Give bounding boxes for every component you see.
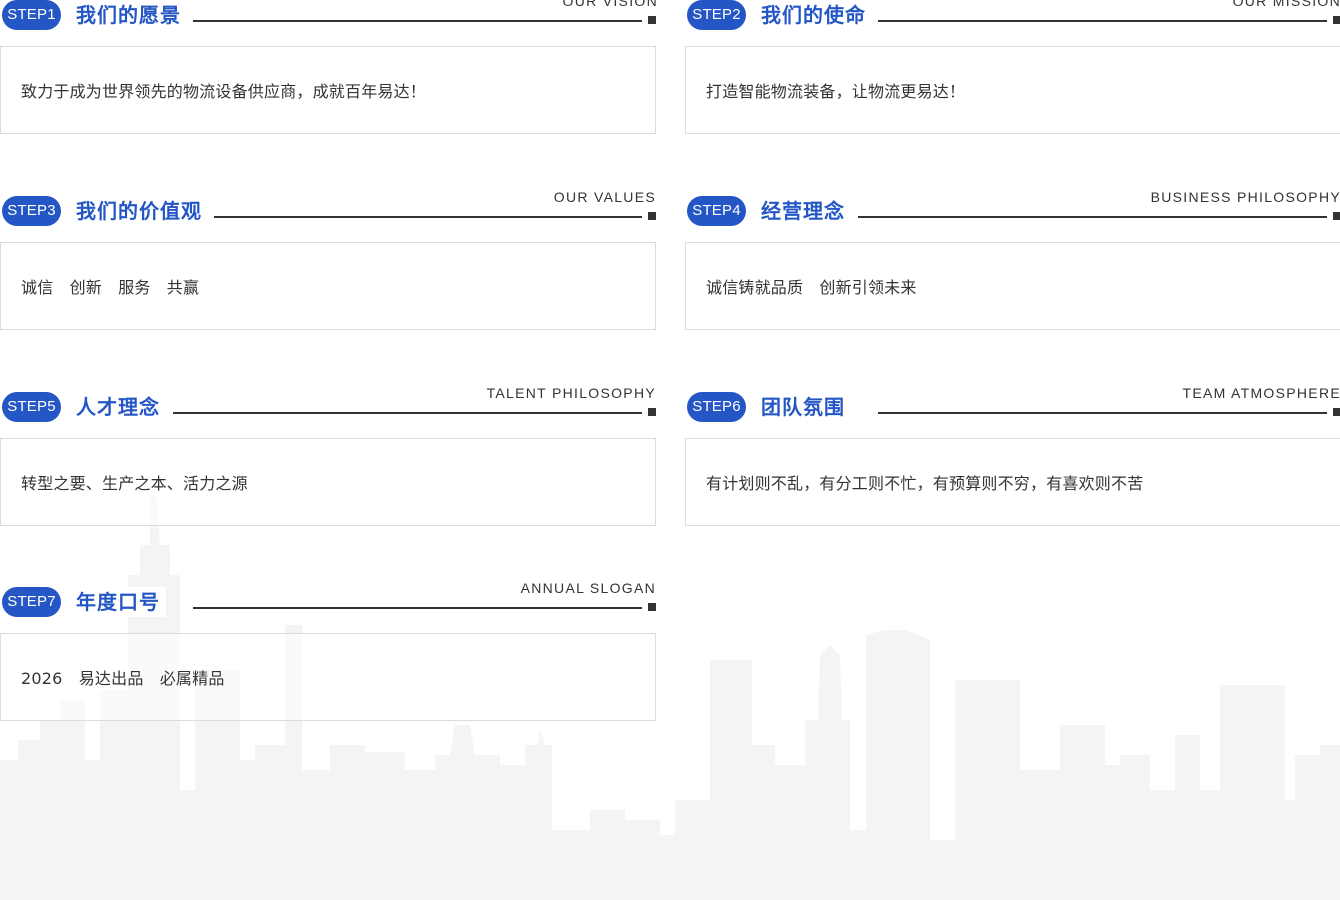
- section-vision: STEP1 我们的愿景 OUR VISION 致力于成为世界领先的物流设备供应商…: [0, 0, 658, 134]
- section-title: 经营理念: [761, 196, 851, 226]
- header-rule: [173, 412, 642, 414]
- header-rule-end: [648, 408, 656, 416]
- header-rule: [193, 607, 642, 609]
- step-badge: STEP1: [2, 0, 61, 30]
- section-values: STEP3 我们的价值观 OUR VALUES 诚信 创新 服务 共赢: [0, 189, 656, 330]
- step-badge: STEP6: [687, 392, 746, 422]
- header-rule: [878, 20, 1327, 22]
- section-title: 我们的使命: [761, 0, 872, 30]
- header-rule: [193, 20, 642, 22]
- content-text: 转型之要、生产之本、活力之源: [21, 474, 248, 493]
- section-header: STEP5 人才理念 TALENT PHILOSOPHY: [0, 385, 656, 436]
- header-rule: [858, 216, 1327, 218]
- step-badge: STEP4: [687, 196, 746, 226]
- skyline-shape: [0, 495, 1340, 900]
- content-box: 诚信 创新 服务 共赢: [0, 242, 656, 330]
- step-badge: STEP2: [687, 0, 746, 30]
- content-text: 2026 易达出品 必属精品: [21, 669, 225, 688]
- header-rule: [878, 412, 1327, 414]
- header-rule-end: [1333, 212, 1340, 220]
- content-text: 诚信铸就品质 创新引领未来: [706, 278, 917, 297]
- header-rule-end: [648, 212, 656, 220]
- section-english-title: TEAM ATMOSPHERE: [1182, 385, 1340, 401]
- section-title: 年度口号: [76, 587, 166, 617]
- content-box: 打造智能物流装备，让物流更易达！: [685, 46, 1340, 134]
- section-header: STEP2 我们的使命 OUR MISSION: [685, 0, 1340, 44]
- content-box: 转型之要、生产之本、活力之源: [0, 438, 656, 526]
- section-english-title: OUR VISION: [562, 0, 658, 9]
- section-business-philosophy: STEP4 经营理念 BUSINESS PHILOSOPHY 诚信铸就品质 创新…: [685, 189, 1340, 330]
- content-box: 2026 易达出品 必属精品: [0, 633, 656, 721]
- section-english-title: BUSINESS PHILOSOPHY: [1150, 189, 1340, 205]
- header-rule-end: [648, 16, 656, 24]
- section-team-atmosphere: STEP6 团队氛围 TEAM ATMOSPHERE 有计划则不乱，有分工则不忙…: [685, 385, 1340, 526]
- section-english-title: TALENT PHILOSOPHY: [486, 385, 656, 401]
- section-title: 人才理念: [76, 392, 166, 422]
- content-text: 诚信 创新 服务 共赢: [21, 278, 200, 297]
- step-badge: STEP7: [2, 587, 61, 617]
- section-title: 团队氛围: [761, 392, 851, 422]
- section-english-title: ANNUAL SLOGAN: [520, 580, 656, 596]
- section-talent-philosophy: STEP5 人才理念 TALENT PHILOSOPHY 转型之要、生产之本、活…: [0, 385, 656, 526]
- section-header: STEP4 经营理念 BUSINESS PHILOSOPHY: [685, 189, 1340, 240]
- section-header: STEP1 我们的愿景 OUR VISION: [0, 0, 658, 44]
- section-english-title: OUR VALUES: [553, 189, 656, 205]
- header-rule-end: [1333, 16, 1340, 24]
- content-box: 致力于成为世界领先的物流设备供应商，成就百年易达！: [0, 46, 656, 134]
- content-text: 有计划则不乱，有分工则不忙，有预算则不穷，有喜欢则不苦: [706, 474, 1144, 493]
- section-title: 我们的愿景: [76, 0, 187, 30]
- section-header: STEP3 我们的价值观 OUR VALUES: [0, 189, 656, 240]
- section-annual-slogan: STEP7 年度口号 ANNUAL SLOGAN 2026 易达出品 必属精品: [0, 580, 656, 721]
- content-text: 致力于成为世界领先的物流设备供应商，成就百年易达！: [21, 82, 427, 101]
- header-rule-end: [1333, 408, 1340, 416]
- section-mission: STEP2 我们的使命 OUR MISSION 打造智能物流装备，让物流更易达！: [685, 0, 1340, 134]
- content-text: 打造智能物流装备，让物流更易达！: [706, 82, 966, 101]
- step-badge: STEP3: [2, 196, 61, 226]
- content-box: 有计划则不乱，有分工则不忙，有预算则不穷，有喜欢则不苦: [685, 438, 1340, 526]
- section-english-title: OUR MISSION: [1232, 0, 1340, 9]
- header-rule: [214, 216, 642, 218]
- content-box: 诚信铸就品质 创新引领未来: [685, 242, 1340, 330]
- section-header: STEP6 团队氛围 TEAM ATMOSPHERE: [685, 385, 1340, 436]
- section-title: 我们的价值观: [76, 196, 208, 226]
- step-badge: STEP5: [2, 392, 61, 422]
- section-header: STEP7 年度口号 ANNUAL SLOGAN: [0, 580, 656, 631]
- header-rule-end: [648, 603, 656, 611]
